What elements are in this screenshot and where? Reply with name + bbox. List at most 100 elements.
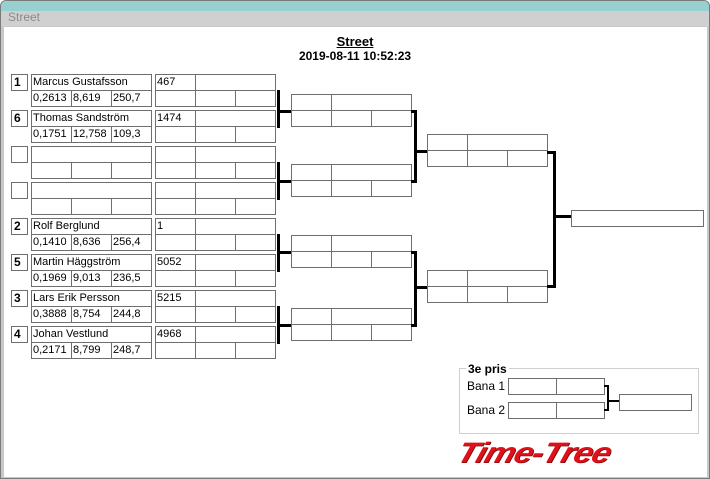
seed-box[interactable]: 5	[11, 254, 28, 271]
result-cell[interactable]	[235, 306, 276, 323]
seed-box[interactable]: 4	[11, 326, 28, 343]
competitor-stat[interactable]	[71, 198, 112, 215]
result-cell[interactable]	[155, 162, 196, 179]
competitor-stat[interactable]: 109,3	[111, 126, 152, 143]
result-cell[interactable]	[195, 326, 276, 343]
semifinal-match-cell[interactable]	[507, 150, 548, 167]
third-place-result[interactable]	[619, 394, 692, 411]
competitor-id[interactable]: 4968	[155, 326, 196, 343]
semifinal-match-cell[interactable]	[427, 134, 468, 151]
competitor-name[interactable]: Rolf Berglund	[31, 218, 152, 235]
round2-match-cell[interactable]	[291, 180, 332, 197]
result-cell[interactable]	[195, 110, 276, 127]
result-cell[interactable]	[155, 234, 196, 251]
result-cell[interactable]	[195, 74, 276, 91]
seed-box[interactable]: 1	[11, 74, 28, 91]
competitor-stat[interactable]: 9,013	[71, 270, 112, 287]
seed-box[interactable]	[11, 182, 28, 199]
result-cell[interactable]	[195, 90, 236, 107]
result-cell[interactable]	[195, 254, 276, 271]
competitor-stat[interactable]: 0,2613	[31, 90, 72, 107]
competitor-name[interactable]: Lars Erik Persson	[31, 290, 152, 307]
competitor-name[interactable]: Marcus Gustafsson	[31, 74, 152, 91]
competitor-name[interactable]	[31, 146, 152, 163]
result-cell[interactable]	[235, 126, 276, 143]
competitor-id[interactable]	[155, 182, 196, 199]
final-result[interactable]	[571, 210, 704, 227]
result-cell[interactable]	[195, 126, 236, 143]
competitor-id[interactable]: 5215	[155, 290, 196, 307]
competitor-name[interactable]	[31, 182, 152, 199]
semifinal-match-cell[interactable]	[507, 286, 548, 303]
competitor-stat[interactable]: 236,5	[111, 270, 152, 287]
result-cell[interactable]	[235, 270, 276, 287]
round2-match-cell[interactable]	[371, 180, 412, 197]
semifinal-match-cell[interactable]	[467, 286, 508, 303]
semifinal-match-cell[interactable]	[427, 270, 468, 287]
round2-match-cell[interactable]	[371, 110, 412, 127]
result-cell[interactable]	[235, 234, 276, 251]
competitor-stat[interactable]	[111, 198, 152, 215]
seed-box[interactable]: 2	[11, 218, 28, 235]
round2-match-cell[interactable]	[371, 251, 412, 268]
competitor-stat[interactable]: 0,1969	[31, 270, 72, 287]
result-cell[interactable]	[195, 218, 276, 235]
result-cell[interactable]	[195, 270, 236, 287]
result-cell[interactable]	[195, 162, 236, 179]
semifinal-match-cell[interactable]	[427, 286, 468, 303]
competitor-id[interactable]: 5052	[155, 254, 196, 271]
round2-match-cell[interactable]	[331, 164, 412, 181]
semifinal-match-cell[interactable]	[467, 150, 508, 167]
result-cell[interactable]	[195, 198, 236, 215]
competitor-stat[interactable]: 8,619	[71, 90, 112, 107]
competitor-id[interactable]: 1474	[155, 110, 196, 127]
round2-match-cell[interactable]	[291, 324, 332, 341]
result-cell[interactable]	[235, 198, 276, 215]
competitor-stat[interactable]	[71, 162, 112, 179]
competitor-stat[interactable]: 0,1751	[31, 126, 72, 143]
competitor-id[interactable]: 1	[155, 218, 196, 235]
result-cell[interactable]	[195, 290, 276, 307]
round2-match-cell[interactable]	[331, 308, 412, 325]
competitor-stat[interactable]: 12,758	[71, 126, 112, 143]
competitor-stat[interactable]: 0,3888	[31, 306, 72, 323]
competitor-stat[interactable]: 248,7	[111, 342, 152, 359]
round2-match-cell[interactable]	[291, 235, 332, 252]
competitor-stat[interactable]: 0,1410	[31, 234, 72, 251]
competitor-name[interactable]: Thomas Sandström	[31, 110, 152, 127]
competitor-id[interactable]: 467	[155, 74, 196, 91]
result-cell[interactable]	[195, 234, 236, 251]
result-cell[interactable]	[155, 90, 196, 107]
result-cell[interactable]	[235, 342, 276, 359]
round2-match-cell[interactable]	[331, 180, 372, 197]
seed-box[interactable]	[11, 146, 28, 163]
competitor-id[interactable]	[155, 146, 196, 163]
competitor-stat[interactable]	[111, 162, 152, 179]
competitor-stat[interactable]: 8,754	[71, 306, 112, 323]
competitor-stat[interactable]: 0,2171	[31, 342, 72, 359]
result-cell[interactable]	[195, 342, 236, 359]
result-cell[interactable]	[195, 182, 276, 199]
round2-match-cell[interactable]	[291, 251, 332, 268]
result-cell[interactable]	[195, 306, 236, 323]
competitor-stat[interactable]: 8,636	[71, 234, 112, 251]
result-cell[interactable]	[155, 126, 196, 143]
result-cell[interactable]	[155, 342, 196, 359]
round2-match-cell[interactable]	[331, 324, 372, 341]
result-cell[interactable]	[155, 270, 196, 287]
competitor-stat[interactable]: 250,7	[111, 90, 152, 107]
competitor-name[interactable]: Johan Vestlund	[31, 326, 152, 343]
competitor-name[interactable]: Martin Häggström	[31, 254, 152, 271]
result-cell[interactable]	[235, 90, 276, 107]
competitor-stat[interactable]: 8,799	[71, 342, 112, 359]
round2-match-cell[interactable]	[371, 324, 412, 341]
round2-match-cell[interactable]	[331, 251, 372, 268]
semifinal-match-cell[interactable]	[467, 270, 548, 287]
competitor-stat[interactable]: 256,4	[111, 234, 152, 251]
round2-match-cell[interactable]	[291, 94, 332, 111]
result-cell[interactable]	[155, 306, 196, 323]
seed-box[interactable]: 3	[11, 290, 28, 307]
result-cell[interactable]	[155, 198, 196, 215]
result-cell[interactable]	[195, 146, 276, 163]
result-cell[interactable]	[235, 162, 276, 179]
